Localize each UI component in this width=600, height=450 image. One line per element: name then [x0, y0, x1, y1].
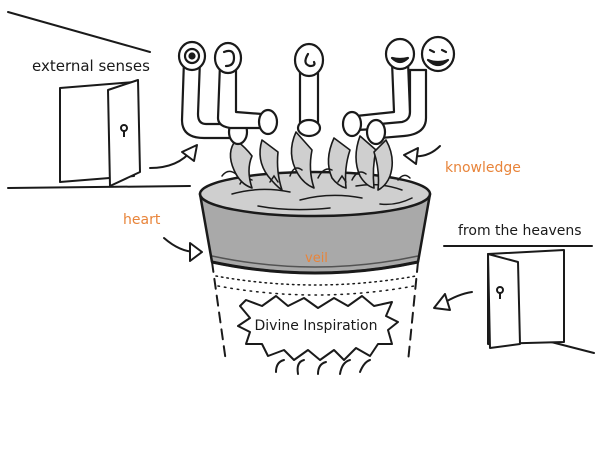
senses-arrow-icon	[149, 144, 198, 169]
heart-label: heart	[123, 212, 161, 228]
knowledge-pipes	[177, 35, 456, 146]
divine-inspiration-chamber	[211, 261, 419, 363]
heavens-arrow-icon	[433, 291, 473, 311]
pouring-streams	[229, 131, 394, 191]
left-door-icon	[59, 79, 141, 187]
external-senses-room	[7, 11, 191, 189]
knowledge-label: knowledge	[445, 160, 521, 176]
heart-arrow-icon	[163, 237, 203, 262]
splash-droplets	[221, 167, 411, 183]
inspiration-burst-icon: Divine Inspiration	[237, 295, 399, 375]
veil-label: veil	[305, 251, 328, 266]
right-door-icon	[487, 249, 565, 349]
divine-inspiration-label: Divine Inspiration	[254, 318, 377, 334]
knowledge-arrow-icon	[403, 145, 441, 165]
external-senses-label: external senses	[32, 57, 150, 75]
from-heavens-label: from the heavens	[458, 223, 582, 239]
